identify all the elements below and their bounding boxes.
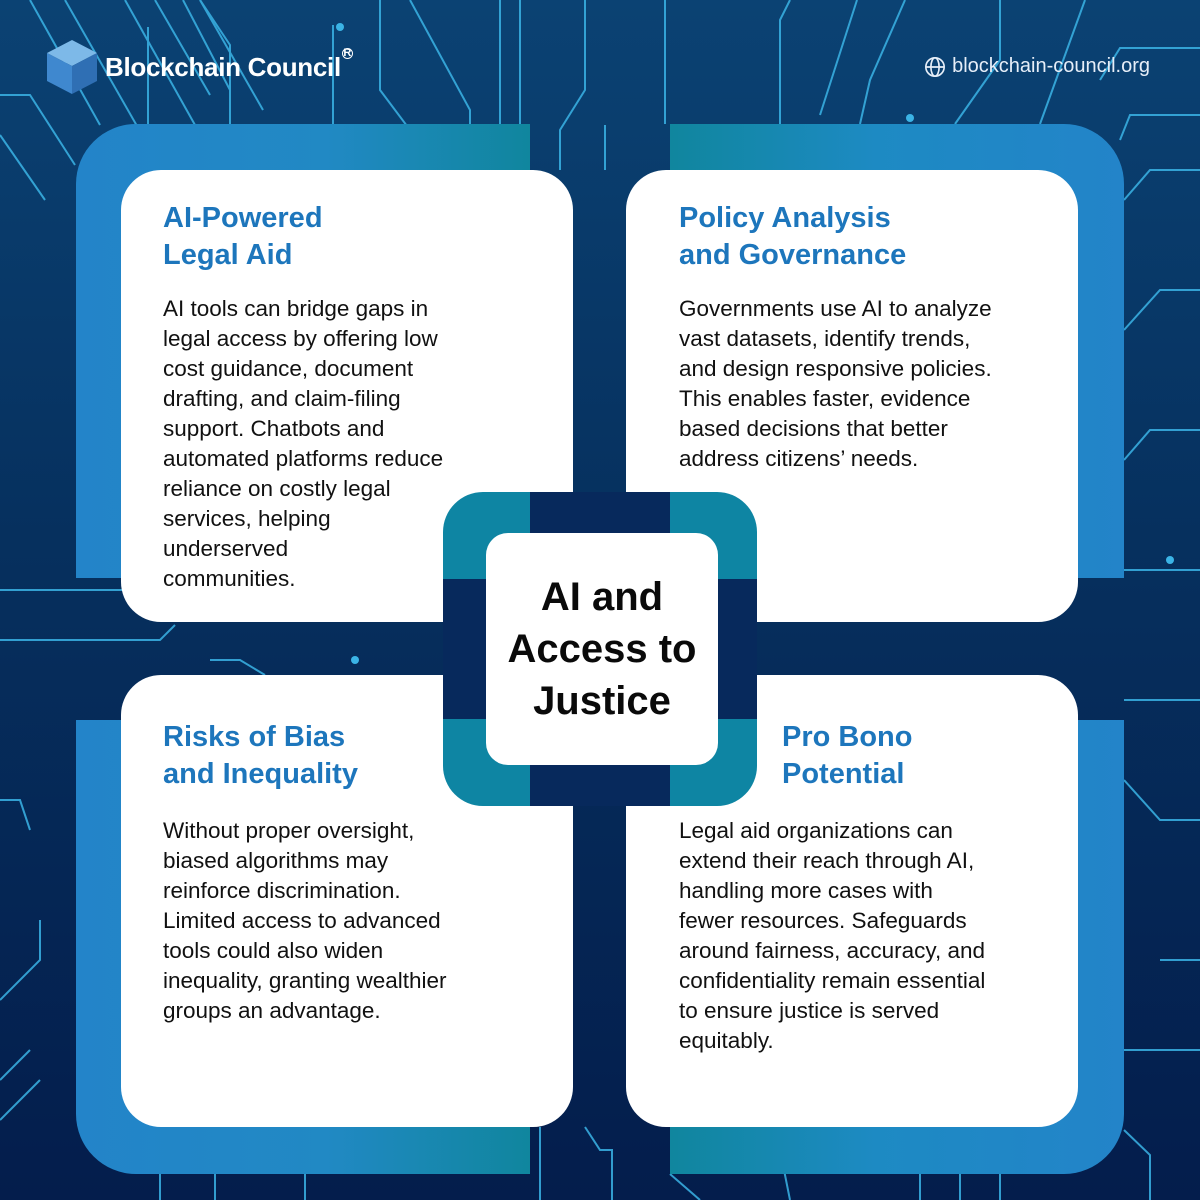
center-connector	[530, 761, 670, 806]
card-title: Pro Bono Potential	[782, 721, 913, 790]
brand-logo[interactable]: Blockchain Council R	[45, 38, 353, 96]
center-topic-box: AI and Access to Justice	[486, 533, 718, 765]
card-body: AI tools can bridge gaps in legal access…	[163, 296, 444, 591]
brand-name: Blockchain Council	[105, 51, 341, 82]
globe-icon	[925, 56, 946, 77]
card-title: Policy Analysis and Governance	[679, 202, 907, 271]
card-title: AI-Powered Legal Aid	[163, 202, 323, 271]
website-url: blockchain-council.org	[952, 55, 1150, 77]
registered-mark: R	[341, 46, 353, 59]
center-connector	[530, 492, 670, 537]
card-pro-bono: Pro Bono Potential Legal aid organizatio…	[626, 675, 1078, 1127]
card-body: Without proper oversight, biased algorit…	[163, 818, 447, 1023]
center-connector	[443, 579, 488, 719]
center-connector	[712, 579, 757, 719]
center-title: AI and Access to Justice	[507, 575, 697, 723]
card-body: Governments use AI to analyze vast datas…	[679, 296, 992, 471]
card-risks-of-bias: Risks of Bias and Inequality Without pro…	[121, 675, 573, 1127]
website-link[interactable]: blockchain-council.org	[924, 55, 1150, 78]
card-title: Risks of Bias and Inequality	[163, 721, 358, 790]
card-body: Legal aid organizations can extend their…	[679, 818, 986, 1053]
cube-logo-icon	[47, 40, 97, 94]
